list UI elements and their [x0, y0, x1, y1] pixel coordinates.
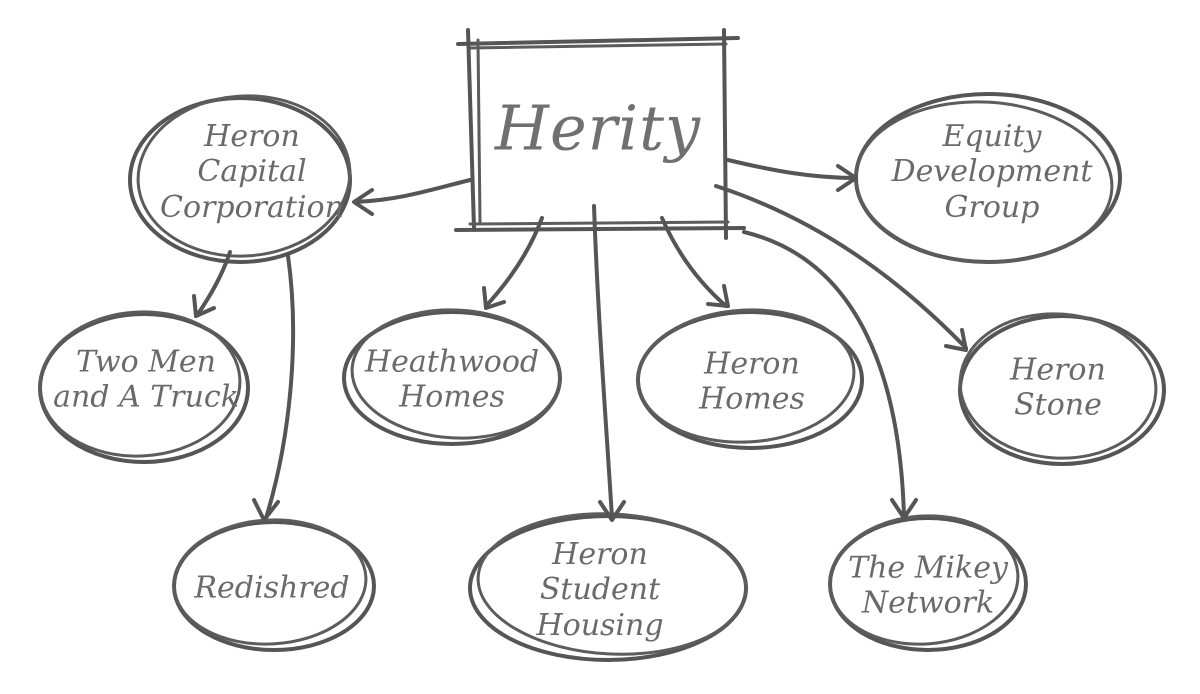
- arrow-to-heathwood: [482, 216, 544, 310]
- ellipse-mikey-network: [828, 514, 1028, 652]
- label-redishred: Redishred: [194, 570, 350, 606]
- arrow-to-heron-student: [592, 204, 626, 522]
- arrow-to-two-men: [192, 250, 232, 318]
- label-heron-student: Heron Student Housing: [536, 536, 664, 643]
- label-heron-stone: Heron Stone: [1010, 352, 1106, 423]
- arrow-to-redishred: [252, 254, 296, 522]
- arrow-to-heron-homes: [660, 216, 730, 308]
- ellipse-heron-capital: [128, 94, 352, 264]
- label-equity-development: Equity Development Group: [891, 118, 1093, 225]
- root-label-herity: Herity: [494, 91, 702, 165]
- arrow-to-mikey-network: [742, 230, 918, 520]
- arrow-to-heron-capital: [352, 178, 472, 216]
- label-two-men: Two Men and A Truck: [53, 344, 239, 415]
- ellipse-heron-homes: [636, 308, 864, 450]
- ellipse-heathwood: [342, 308, 562, 446]
- label-heron-homes: Heron Homes: [699, 346, 805, 417]
- root-box: [454, 28, 746, 240]
- label-heathwood: Heathwood Homes: [364, 344, 540, 415]
- ellipse-two-men: [38, 310, 250, 464]
- arrow-to-heron-stone: [714, 184, 968, 352]
- label-mikey-network: The Mikey Network: [848, 550, 1008, 621]
- arrow-to-equity-development: [726, 158, 858, 192]
- ellipse-redishred: [172, 518, 376, 652]
- ellipse-heron-stone: [958, 312, 1166, 466]
- label-heron-capital: Heron Capital Corporation: [160, 118, 344, 225]
